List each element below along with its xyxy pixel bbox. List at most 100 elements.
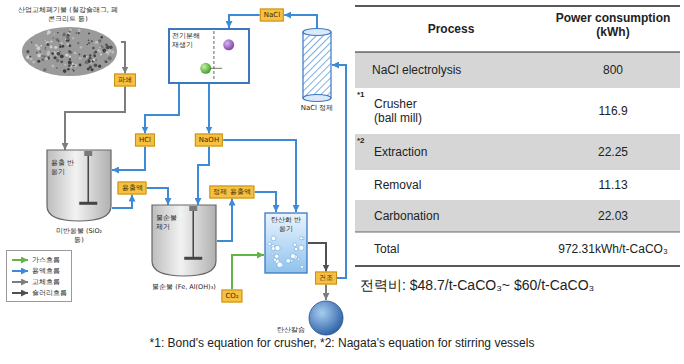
stirred-reactor: 불순물 제거 [151,205,217,277]
table-cell: Removal [374,178,534,192]
material-grain [46,52,49,55]
table-cell: Carbonation [374,209,534,223]
table-cell: Crusher (ball mill) [374,97,436,125]
table-cell: 972.31kWh/t-CaCO₃ [546,242,680,256]
material-grain [69,55,71,57]
flow-arrow [198,147,209,206]
material-grain [41,58,44,61]
gas-bubble [297,258,299,260]
purification-column: NaCl 정제 [302,28,332,102]
membrane [213,31,214,81]
material-grain [91,68,94,71]
material-grain [104,60,107,63]
footnote-text: *1: Bond's equation for crusher, *2: Nag… [40,336,644,350]
material-grain [71,63,73,65]
tank-body [47,150,111,221]
carbonation-reactor: 탄산화 반응기 [264,212,308,274]
material-grain [53,34,54,35]
material-grain [51,52,54,55]
stirrer-blade [184,257,202,260]
ball-outline [308,300,344,336]
legend-sample-line [12,281,28,283]
legend-sample [11,256,29,264]
material-grain [74,64,77,67]
material-heap [22,27,117,76]
legend-text: 고체흐름 [32,278,60,286]
material-grain [69,29,72,32]
material-grain [67,68,70,71]
stirrer-motor [84,151,92,156]
material-grain [78,32,80,34]
material-grain [72,70,74,72]
material-grain [101,36,103,38]
material-grain [26,50,29,53]
material-grain [89,57,92,60]
material-grain [45,49,46,50]
table-cell: 22.03 [546,209,680,223]
node-text: 정제 용출액 [213,188,250,197]
gas-bubble [299,245,304,250]
material-grain [56,38,59,41]
flow-arrow [121,42,125,74]
legend-row: 가스흐름 [11,254,67,265]
material-grain [95,59,97,61]
material-grain [68,50,71,53]
electrolysis-cell: 전기분해 재생기 [168,28,250,84]
row-shade [355,52,680,88]
gas-bubble [275,254,279,258]
table-header: Process [356,22,546,36]
node-text: 탄산화 반응기 [268,216,304,233]
material-grain [50,40,52,42]
legend-sample [11,278,29,286]
flow-arrow [147,188,169,205]
material-grain [94,63,98,67]
material-grain [105,61,107,63]
stirrer-blade [79,202,97,205]
gas-bubble [300,265,303,268]
column-cap [303,29,331,36]
ion-path [211,68,222,69]
gas-bubble [293,243,297,247]
material-grain [93,55,96,58]
node-text: NaCl [264,11,280,20]
legend-sample-line [12,270,28,272]
node-text: 건조 [319,274,333,283]
material-grain [36,52,38,54]
material-grain [56,52,60,56]
flow-arrow [308,243,326,272]
gas-bubble [277,262,283,268]
material-grain [57,32,59,34]
material-grain [99,50,102,53]
material-grain [61,42,63,44]
stream-tag: NaCl [260,9,284,22]
material-grain [67,34,70,37]
node-text: CO₂ [225,292,238,301]
material-grain [75,32,77,34]
material-grain [79,64,82,67]
stirrer-shaft [87,156,89,203]
legend-box: 가스흐름용액흐름고체흐름슬러리흐름 [6,250,72,302]
material-grain [88,33,90,35]
stream-tag: 건조 [315,272,337,285]
gas-bubble [273,258,276,261]
flow-arrow [217,199,232,242]
flow-arrow [65,87,125,151]
material-grain [68,61,72,65]
material-grain [39,50,43,54]
flow-arrow [112,195,132,209]
material-grain [98,65,101,68]
material-grain [59,44,61,46]
row-shade [355,134,680,170]
material-grain [66,43,69,46]
node-text: 용출액 [122,184,143,193]
material-grain [51,65,54,68]
product-pellet: 탄산칼슘 [308,300,344,336]
material-grain [100,53,102,55]
gas-bubble [290,254,295,259]
legend-text: 용액흐름 [32,267,60,275]
table-cell: 116.9 [546,104,680,118]
material-grain [72,37,74,39]
flow-arrow [284,15,317,28]
gas-bubble [275,245,280,250]
